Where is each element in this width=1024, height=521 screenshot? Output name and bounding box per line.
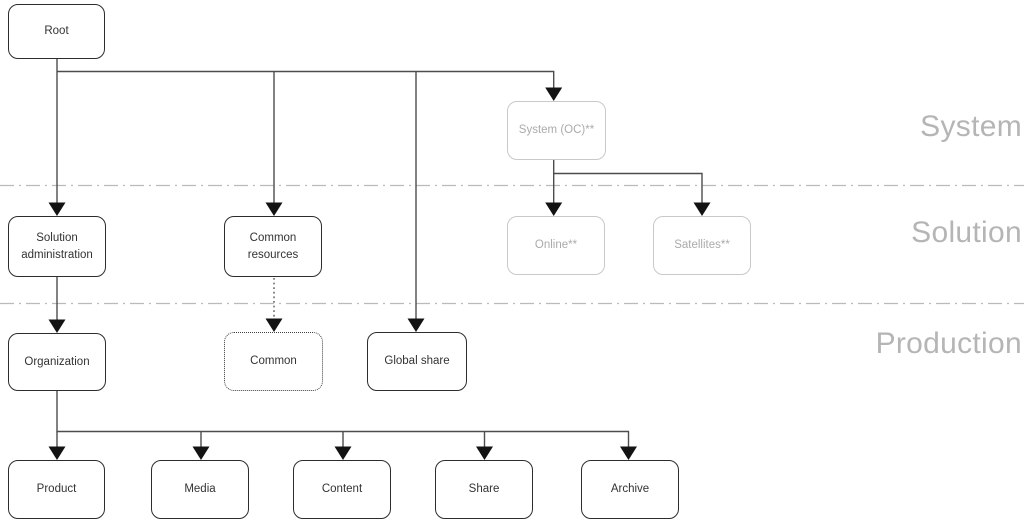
node-system-oc: System (OC)** (507, 101, 606, 160)
node-online: Online** (507, 216, 605, 275)
node-media: Media (151, 460, 249, 519)
band-label-system: System (920, 110, 1022, 143)
edge-root-top-rail (57, 70, 555, 88)
node-solution-administration-label: Solution administration (21, 232, 93, 261)
arrowhead-icon (334, 446, 352, 460)
arrowhead-icon (476, 446, 493, 460)
node-product: Product (8, 460, 105, 519)
node-common-resources-label: Common resources (247, 232, 299, 261)
node-organization-label: Organization (24, 355, 90, 368)
node-archive: Archive (581, 460, 679, 519)
node-archive-label: Archive (610, 483, 650, 496)
node-root-label: Root (44, 25, 69, 38)
arrowhead-icon (693, 202, 711, 216)
node-satellites-label: Satellites** (674, 239, 730, 252)
node-content: Content (293, 460, 391, 519)
arrowhead-icon (192, 446, 210, 460)
arrowhead-icon (407, 318, 425, 332)
arrowhead-icon (48, 319, 66, 333)
edge-system-oc-rail (553, 160, 703, 203)
node-global-share: Global share (367, 332, 467, 391)
connector-lines (56, 58, 703, 447)
arrowhead-icon (545, 87, 563, 101)
band-label-solution: Solution (911, 216, 1022, 249)
node-system-oc-label: System (OC)** (518, 124, 595, 137)
node-global-share-label: Global share (384, 355, 450, 368)
node-organization: Organization (8, 333, 106, 391)
node-online-label: Online** (534, 239, 578, 252)
node-share: Share (435, 460, 533, 519)
arrowhead-icon (48, 446, 66, 460)
node-solution-administration: Solution administration (8, 216, 106, 277)
node-content-label: Content (321, 483, 363, 496)
node-media-label: Media (184, 483, 216, 496)
node-share-label: Share (468, 483, 500, 496)
node-root: Root (8, 4, 105, 59)
arrowhead-icon (48, 202, 66, 216)
band-label-production: Production (875, 327, 1022, 360)
node-product-label: Product (36, 483, 77, 496)
node-common-resources: Common resources (224, 216, 322, 277)
node-satellites: Satellites** (653, 216, 751, 275)
arrowhead-icon (545, 202, 563, 216)
arrowhead-icon (620, 446, 637, 460)
arrowhead-icon (265, 318, 283, 332)
arrowhead-icons (48, 87, 711, 460)
arrowhead-icon (265, 202, 283, 216)
node-common-label: Common (250, 355, 297, 368)
node-common: Common (224, 332, 323, 391)
